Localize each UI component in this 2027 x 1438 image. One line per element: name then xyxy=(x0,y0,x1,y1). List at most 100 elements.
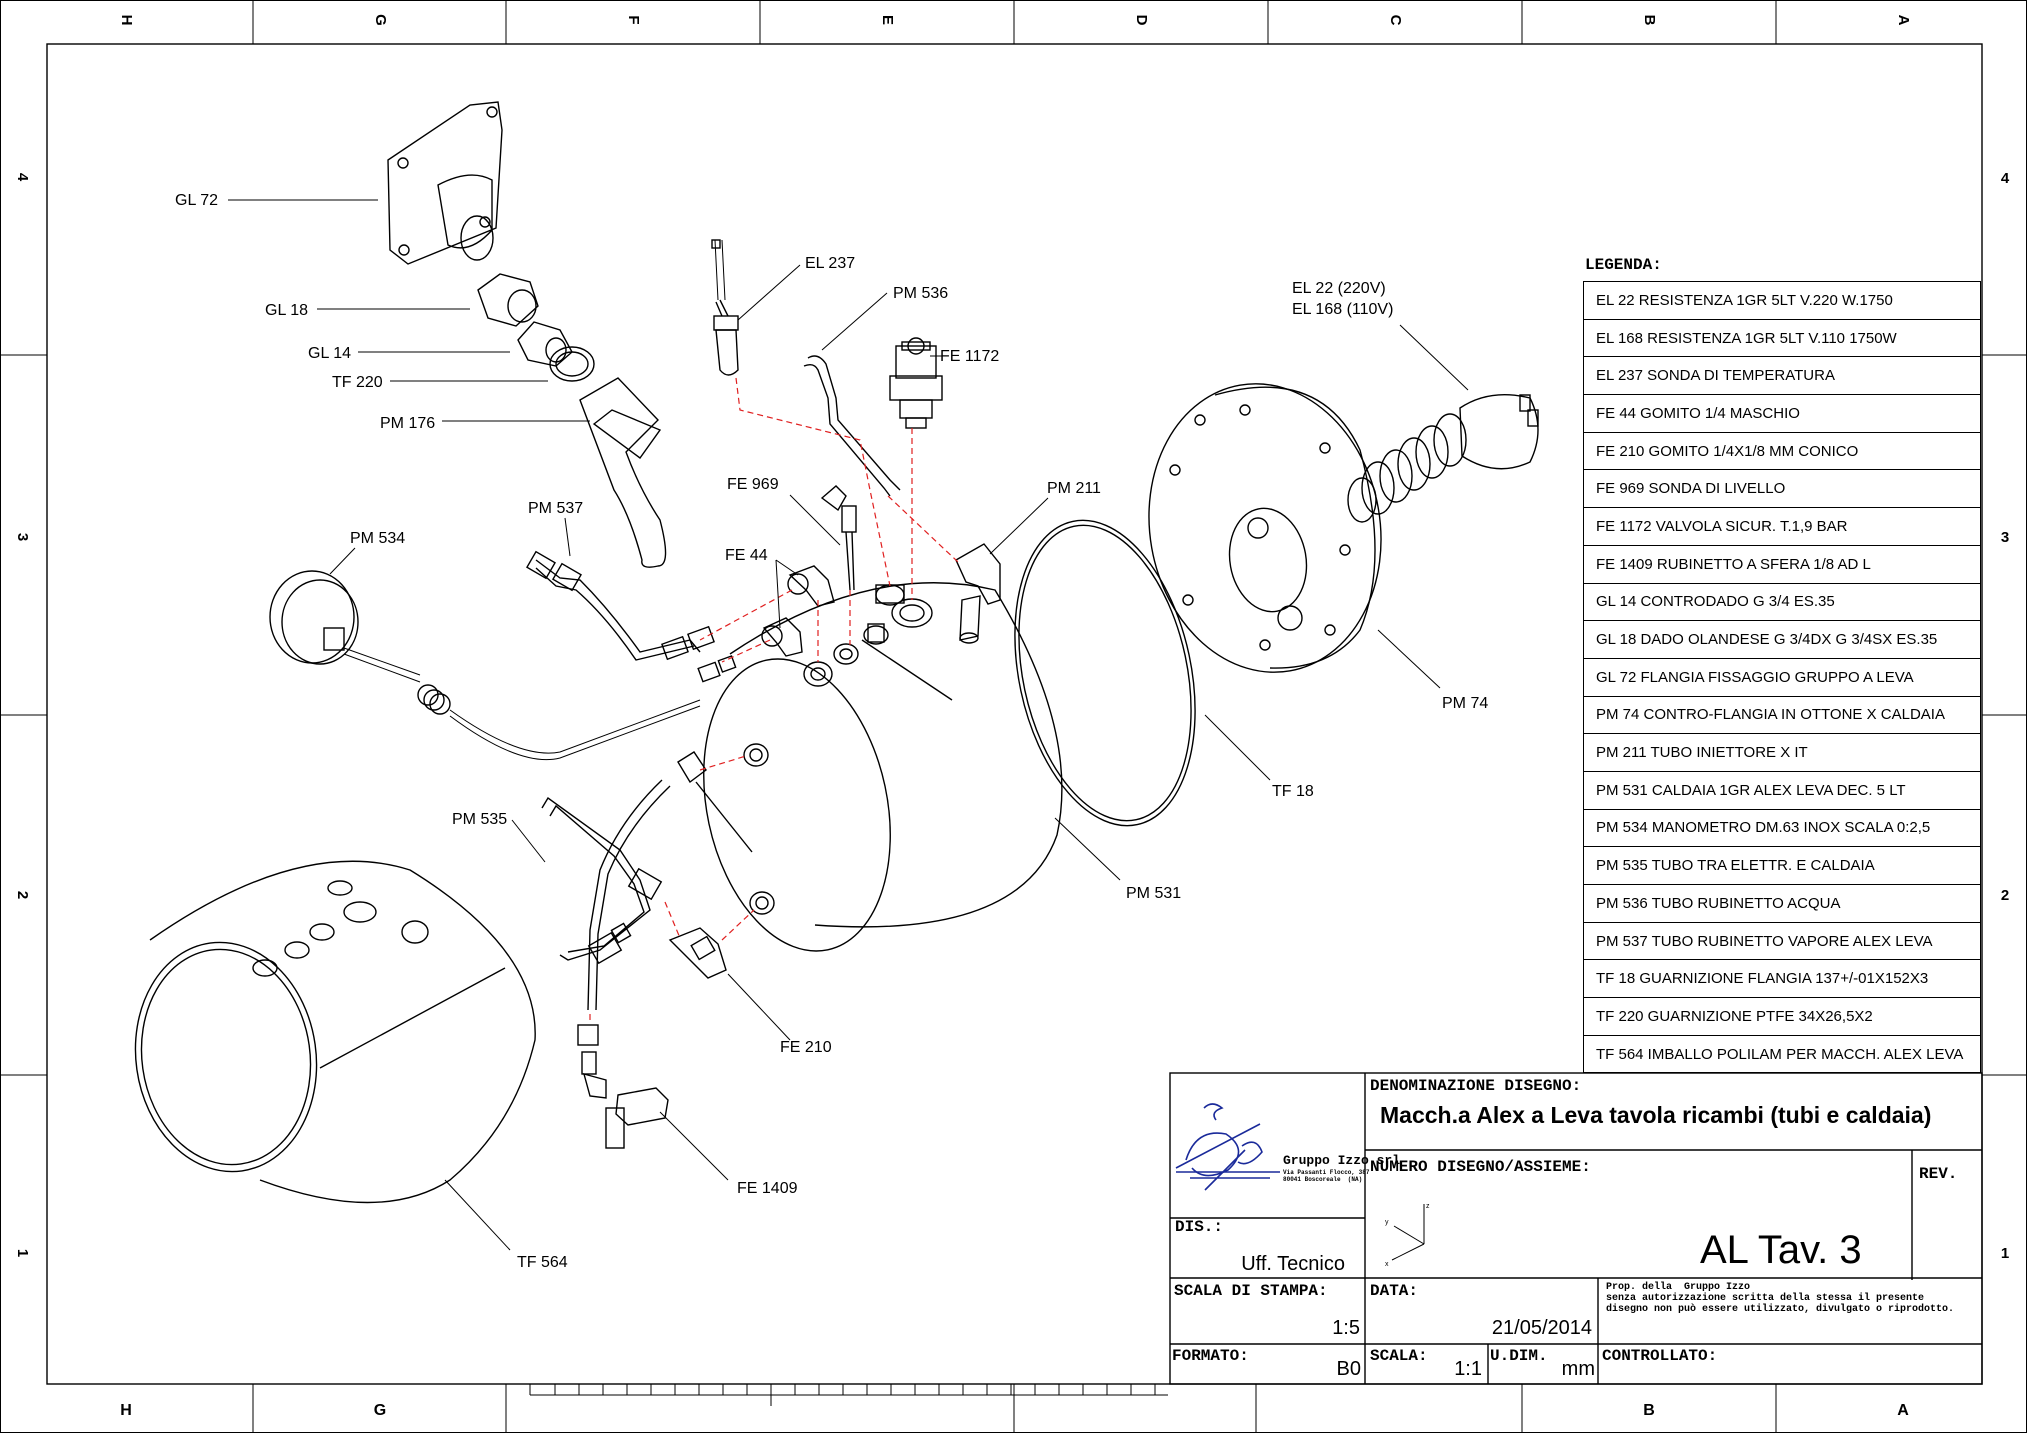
company-name: Gruppo Izzo srl xyxy=(1283,1153,1401,1168)
legend-title: LEGENDA: xyxy=(1585,256,1662,274)
zone-col-e: E xyxy=(879,15,896,25)
el237-sensor xyxy=(714,239,726,301)
label-pm537: PM 537 xyxy=(528,500,583,517)
dis-label: DIS.: xyxy=(1175,1218,1224,1236)
legend-item: GL 14 CONTRODADO G 3/4 ES.35 xyxy=(1583,582,1981,622)
zone-rows: 4 3 2 1 4 3 2 1 xyxy=(14,170,2010,1262)
legend-item: FE 210 GOMITO 1/4X1/8 MM CONICO xyxy=(1583,431,1981,471)
leader-lines xyxy=(228,199,1469,1251)
legend-row: TF 564 IMBALLO POLILAM PER MACCH. ALEX L… xyxy=(1583,1034,1981,1074)
legend-row: PM 534 MANOMETRO DM.63 INOX SCALA 0:2,5 xyxy=(1583,808,1981,848)
pm536-tube xyxy=(803,355,901,497)
zone-columns-top: H G F E D C B A xyxy=(118,14,1912,26)
zone-row-2-right: 2 xyxy=(2001,887,2009,904)
legend-item: GL 18 DADO OLANDESE G 3/4DX G 3/4SX ES.3… xyxy=(1583,620,1981,659)
dis-value: Uff. Tecnico xyxy=(1241,1253,1345,1275)
callout-labels: GL 72 GL 18 GL 14 TF 220 PM 176 PM 534 P… xyxy=(175,192,1488,1271)
scala-stampa-value: 1:5 xyxy=(1332,1317,1360,1339)
legend-row: TF 18 GUARNIZIONE FLANGIA 137+/-01X152X3 xyxy=(1583,959,1981,999)
legend-row: GL 14 CONTRODADO G 3/4 ES.35 xyxy=(1583,582,1981,622)
data-value: 21/05/2014 xyxy=(1491,1317,1592,1339)
legend-row: FE 210 GOMITO 1/4X1/8 MM CONICO xyxy=(1583,431,1981,471)
legend-row: PM 537 TUBO RUBINETTO VAPORE ALEX LEVA xyxy=(1583,921,1981,961)
legend-item: PM 534 MANOMETRO DM.63 INOX SCALA 0:2,5 xyxy=(1583,808,1981,848)
pm176-tube xyxy=(579,377,667,568)
zone-col-g: G xyxy=(372,14,389,26)
legend-item: PM 535 TUBO TRA ELETTR. E CALDAIA xyxy=(1583,846,1981,885)
pm535-tube xyxy=(541,796,651,961)
fitting-3 xyxy=(863,625,889,645)
parts-geometry xyxy=(134,101,1539,1204)
pm211-injector xyxy=(955,543,1001,605)
drawing-title: Macch.a Alex a Leva tavola ricambi (tubi… xyxy=(1380,1102,1932,1128)
legend-item: FE 1172 VALVOLA SICUR. T.1,9 BAR xyxy=(1583,507,1981,546)
udim-value: mm xyxy=(1561,1358,1595,1380)
el22-heater xyxy=(1459,393,1539,470)
tf18-gasket xyxy=(1014,519,1196,827)
label-gl18: GL 18 xyxy=(265,302,308,319)
legend-row: EL 237 SONDA DI TEMPERATURA xyxy=(1583,356,1981,396)
label-gl14: GL 14 xyxy=(308,345,351,362)
legend-row: EL 168 RESISTENZA 1GR 5LT V.110 1750W xyxy=(1583,318,1981,358)
numero-label: NUMERO DISEGNO/ASSIEME: xyxy=(1370,1158,1591,1176)
tf564-box-body xyxy=(149,860,536,1204)
zone-col-h-bottom: H xyxy=(120,1402,132,1419)
legend-item: FE 969 SONDA DI LIVELLO xyxy=(1583,469,1981,509)
title-block-grid xyxy=(1169,1072,1983,1385)
legend-item: TF 220 GUARNIZIONE PTFE 34X26,5X2 xyxy=(1583,997,1981,1036)
legend-item: TF 18 GUARNIZIONE FLANGIA 137+/-01X152X3 xyxy=(1583,959,1981,999)
label-fe1409: FE 1409 xyxy=(737,1180,798,1197)
label-tf18: TF 18 xyxy=(1272,783,1314,800)
fitting-2 xyxy=(891,598,933,628)
zone-col-f: F xyxy=(625,15,642,24)
legend-row: PM 531 CALDAIA 1GR ALEX LEVA DEC. 5 LT xyxy=(1583,770,1981,810)
formato-label: FORMATO: xyxy=(1172,1347,1249,1365)
legend-row: TF 220 GUARNIZIONE PTFE 34X26,5X2 xyxy=(1583,997,1981,1036)
udim-label: U.DIM. xyxy=(1490,1347,1548,1365)
formato-value: B0 xyxy=(1336,1358,1361,1380)
fe1172-valve xyxy=(895,345,937,379)
zone-row-2-left: 2 xyxy=(14,891,31,899)
legend-row: FE 1172 VALVOLA SICUR. T.1,9 BAR xyxy=(1583,507,1981,546)
rev-label: REV. xyxy=(1919,1165,1958,1183)
label-pm535: PM 535 xyxy=(452,811,507,828)
zone-col-a: A xyxy=(1895,15,1912,26)
legend-row: GL 18 DADO OLANDESE G 3/4DX G 3/4SX ES.3… xyxy=(1583,620,1981,659)
legend-row: FE 44 GOMITO 1/4 MASCHIO xyxy=(1583,394,1981,433)
label-pm531: PM 531 xyxy=(1126,885,1181,902)
label-fe1172: FE 1172 xyxy=(940,348,999,365)
fe1409-valve xyxy=(615,1087,669,1126)
zone-row-1-left: 1 xyxy=(14,1249,31,1257)
svg-text:z: z xyxy=(1426,1203,1430,1210)
gl18-nut xyxy=(477,273,539,327)
property-notice: Prop. della Gruppo Izzo senza autorizzaz… xyxy=(1606,1282,1955,1315)
zone-columns-bottom: H G B A xyxy=(120,1402,1909,1419)
fe969-probe xyxy=(820,485,847,512)
zone-row-3-right: 3 xyxy=(2001,529,2009,546)
gl72-flange xyxy=(387,101,503,265)
zone-col-b-bottom: B xyxy=(1643,1402,1655,1419)
tf564-box-end xyxy=(134,941,318,1173)
label-fe210: FE 210 xyxy=(780,1039,832,1056)
legend-row: FE 1409 RUBINETTO A SFERA 1/8 AD L xyxy=(1583,544,1981,584)
label-pm534: PM 534 xyxy=(350,530,405,547)
fitting-5 xyxy=(803,661,833,687)
legend-row: PM 535 TUBO TRA ELETTR. E CALDAIA xyxy=(1583,846,1981,885)
zone-row-4-right: 4 xyxy=(2001,170,2010,187)
drawing-number: AL Tav. 3 xyxy=(1700,1228,1862,1272)
legend-row: EL 22 RESISTENZA 1GR 5LT V.220 W.1750 xyxy=(1583,281,1981,320)
label-pm74: PM 74 xyxy=(1442,695,1488,712)
legend-item: EL 168 RESISTENZA 1GR 5LT V.110 1750W xyxy=(1583,318,1981,358)
label-el168: EL 168 (110V) xyxy=(1292,301,1393,318)
legend-item: GL 72 FLANGIA FISSAGGIO GRUPPO A LEVA xyxy=(1583,657,1981,697)
zone-col-c: C xyxy=(1387,15,1404,26)
zone-row-3-left: 3 xyxy=(14,533,31,541)
assembly-lines xyxy=(589,377,959,1020)
zone-col-g-bottom: G xyxy=(374,1402,386,1419)
legend-row: FE 969 SONDA DI LIVELLO xyxy=(1583,469,1981,509)
legend-row: PM 74 CONTRO-FLANGIA IN OTTONE X CALDAIA xyxy=(1583,695,1981,735)
